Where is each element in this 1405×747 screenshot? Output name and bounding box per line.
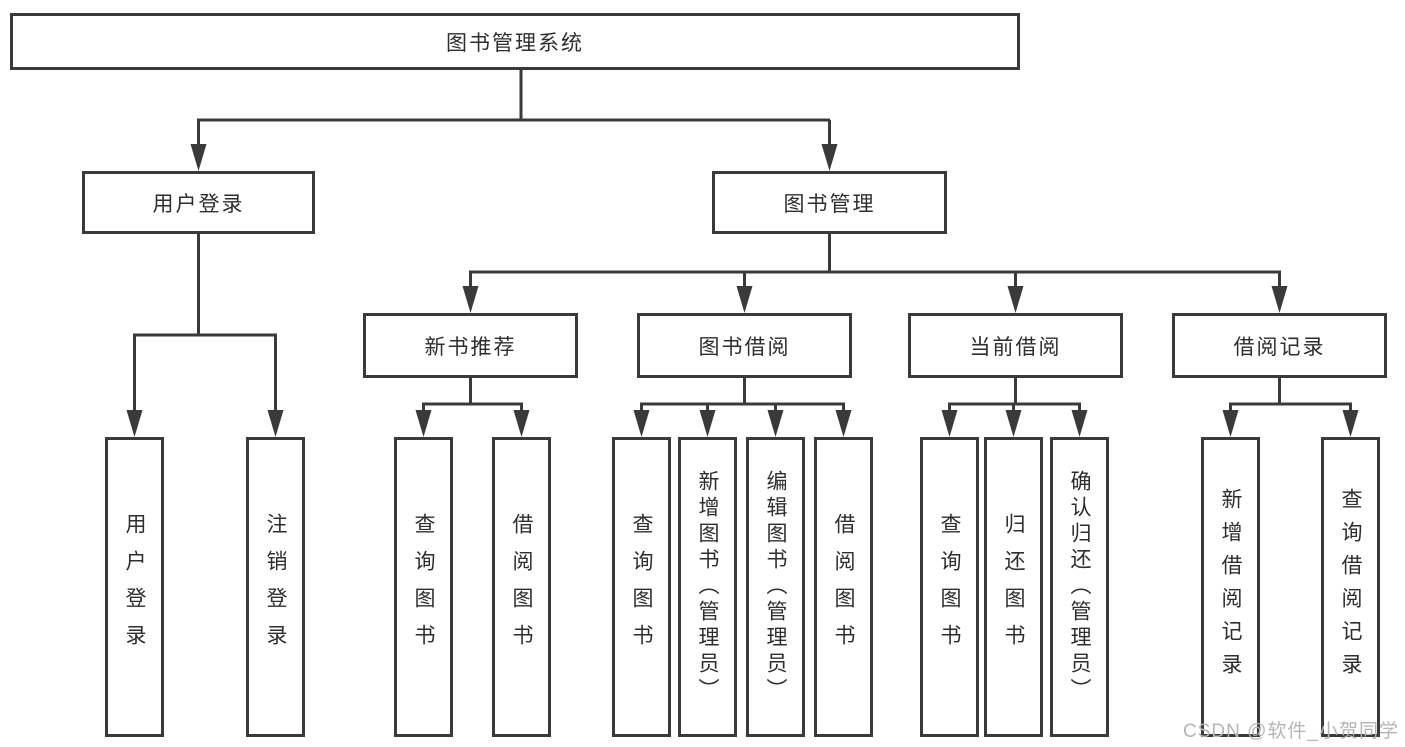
node-new-book-recommendation: 新书推荐 [363, 313, 578, 378]
node-root: 图书管理系统 [10, 13, 1020, 70]
leaf-borrow-book-borrowing: 借阅图书 [814, 437, 873, 737]
leaf-query-book-recommend-label: 查询图书 [412, 513, 435, 661]
node-borrowing-records-label: 借阅记录 [1233, 335, 1326, 359]
leaf-query-book-current-label: 查询图书 [938, 513, 961, 661]
leaf-confirm-return-admin-label: 确认归还（管理员） [1068, 470, 1091, 704]
node-book-borrowing: 图书借阅 [637, 313, 852, 378]
node-borrowing-records: 借阅记录 [1172, 313, 1387, 378]
leaf-query-book-current: 查询图书 [920, 437, 979, 737]
leaf-borrow-book-recommend: 借阅图书 [492, 437, 551, 737]
leaf-query-borrow-record: 查询借阅记录 [1321, 437, 1380, 737]
node-root-label: 图书管理系统 [446, 31, 584, 55]
leaf-borrow-book-borrowing-label: 借阅图书 [832, 513, 855, 661]
leaf-borrow-book-recommend-label: 借阅图书 [510, 513, 533, 661]
leaf-logout: 注销登录 [246, 437, 305, 737]
leaf-query-borrow-record-label: 查询借阅记录 [1339, 488, 1362, 686]
leaf-add-book-admin-label: 新增图书（管理员） [696, 470, 719, 704]
leaf-user-login-label: 用户登录 [123, 513, 146, 661]
node-current-borrowing-label: 当前借阅 [969, 335, 1062, 359]
leaf-add-book-admin: 新增图书（管理员） [678, 437, 737, 737]
leaf-user-login: 用户登录 [105, 437, 164, 737]
node-book-management: 图书管理 [712, 171, 947, 234]
leaf-edit-book-admin: 编辑图书（管理员） [746, 437, 805, 737]
leaf-add-borrow-record: 新增借阅记录 [1201, 437, 1260, 737]
leaf-query-book-borrowing-label: 查询图书 [630, 513, 653, 661]
node-book-management-label: 图书管理 [783, 192, 876, 216]
node-book-borrowing-label: 图书借阅 [698, 335, 791, 359]
leaf-add-borrow-record-label: 新增借阅记录 [1219, 488, 1242, 686]
node-new-book-recommendation-label: 新书推荐 [424, 335, 517, 359]
leaf-confirm-return-admin: 确认归还（管理员） [1050, 437, 1109, 737]
node-user-login: 用户登录 [82, 171, 315, 234]
leaf-return-book: 归还图书 [984, 437, 1043, 737]
leaf-edit-book-admin-label: 编辑图书（管理员） [764, 470, 787, 704]
node-user-login-label: 用户登录 [152, 192, 245, 216]
csdn-watermark: CSDN @软件_小贺同学 [1183, 721, 1399, 742]
leaf-query-book-borrowing: 查询图书 [612, 437, 671, 737]
leaf-query-book-recommend: 查询图书 [394, 437, 453, 737]
leaf-logout-label: 注销登录 [264, 513, 287, 661]
leaf-return-book-label: 归还图书 [1002, 513, 1025, 661]
node-current-borrowing: 当前借阅 [908, 313, 1123, 378]
